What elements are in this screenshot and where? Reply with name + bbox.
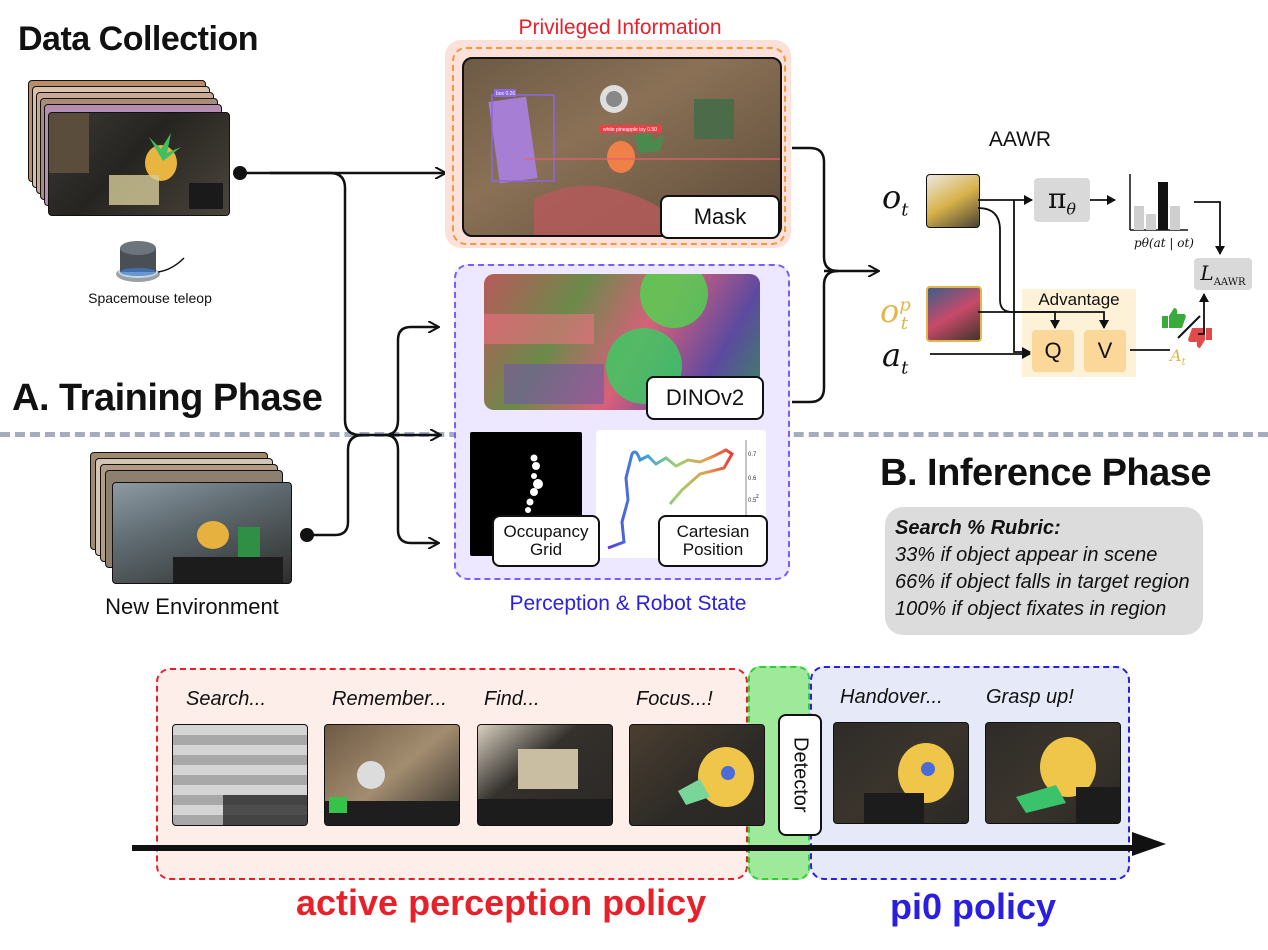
mask-image: box 0.26 white pineapple toy 0.50 (462, 57, 782, 237)
rubric-line: 33% if object appear in scene (895, 544, 1158, 566)
search-frame (172, 724, 308, 826)
svg-text:z: z (756, 494, 759, 500)
spacemouse-icon (108, 232, 188, 292)
training-phase-heading: A. Training Phase (12, 377, 323, 419)
svg-text:0.5: 0.5 (748, 498, 757, 504)
step-grasp-up: Grasp up! (986, 686, 1074, 708)
rubric-title: Search % Rubric: (895, 517, 1061, 539)
occupancy-grid-label: Occupancy Grid (492, 515, 600, 567)
detector-text: Detector (789, 737, 812, 813)
rubric-line: 100% if object fixates in region (895, 598, 1167, 620)
o-t-thumbnail (926, 174, 980, 228)
detector-label: Detector (778, 714, 822, 836)
thumbs-down-icon (1186, 326, 1214, 350)
advantage-label: Advantage (1038, 290, 1120, 309)
perception-frame (454, 264, 790, 580)
pi0-policy-label: pi0 policy (890, 886, 1057, 927)
rubric-line: 66% if object falls in target region (895, 571, 1190, 593)
remember-frame (324, 724, 460, 826)
dinov2-label: DINOv2 (646, 376, 764, 420)
o-t-p-symbol: opt (880, 292, 911, 335)
focus-frame (629, 724, 765, 826)
mask-box-label-2: white pineapple toy 0.50 (603, 127, 657, 133)
pineapple-scene (49, 113, 223, 209)
p-theta-label: pθ(at | ot) (1134, 236, 1194, 250)
input-routing-arrows (240, 0, 460, 600)
find-frame (477, 724, 613, 826)
step-focus: Focus...! (636, 688, 713, 710)
search-rubric: Search % Rubric: 33% if object appear in… (885, 507, 1203, 635)
handover-frame (833, 722, 969, 824)
step-find: Find... (484, 688, 540, 710)
timeline-arrow (132, 832, 1166, 856)
privileged-information-heading: Privileged Information (518, 16, 722, 39)
q-function-box: Q (1032, 330, 1074, 372)
merge-arrows (792, 146, 890, 404)
data-collection-heading: Data Collection (18, 20, 258, 58)
perception-robot-state-heading: Perception & Robot State (509, 592, 747, 615)
a-t-symbol: at (882, 336, 909, 379)
new-environment-scene (173, 521, 283, 583)
step-handover: Handover... (840, 686, 943, 708)
slash-divider (1174, 310, 1204, 340)
pi-theta-box: πθ (1034, 178, 1090, 222)
privileged-information-frame (452, 47, 786, 245)
mask-label: Mask (660, 195, 780, 239)
thumbs-up-icon (1160, 306, 1188, 330)
cartesian-position-label: Cartesian Position (658, 515, 768, 567)
data-collection-image-stack (28, 80, 238, 220)
o-t-p-thumbnail (926, 286, 982, 342)
mask-box-label-1: box 0.26 (496, 91, 515, 97)
new-environment-image-stack (90, 452, 300, 592)
loss-box: LAAWR (1194, 258, 1252, 290)
aawr-arrows (930, 195, 1225, 359)
active-perception-policy-label: active perception policy (296, 882, 707, 923)
grasp-up-frame (985, 722, 1121, 824)
inference-phase-heading: B. Inference Phase (880, 452, 1212, 494)
step-search: Search... (186, 688, 267, 710)
dinov2-image (484, 274, 760, 410)
step-remember: Remember... (332, 688, 447, 710)
o-t-symbol: ot (882, 178, 909, 221)
advantage-symbol: At (1170, 346, 1186, 369)
aawr-heading: AAWR (988, 128, 1052, 151)
new-environment-caption: New Environment (105, 594, 279, 619)
svg-text:0.6: 0.6 (748, 476, 757, 482)
spacemouse-caption: Spacemouse teleop (88, 290, 212, 306)
v-function-box: V (1084, 330, 1126, 372)
policy-distribution-icon (1122, 172, 1190, 234)
svg-text:0.7: 0.7 (748, 452, 757, 458)
